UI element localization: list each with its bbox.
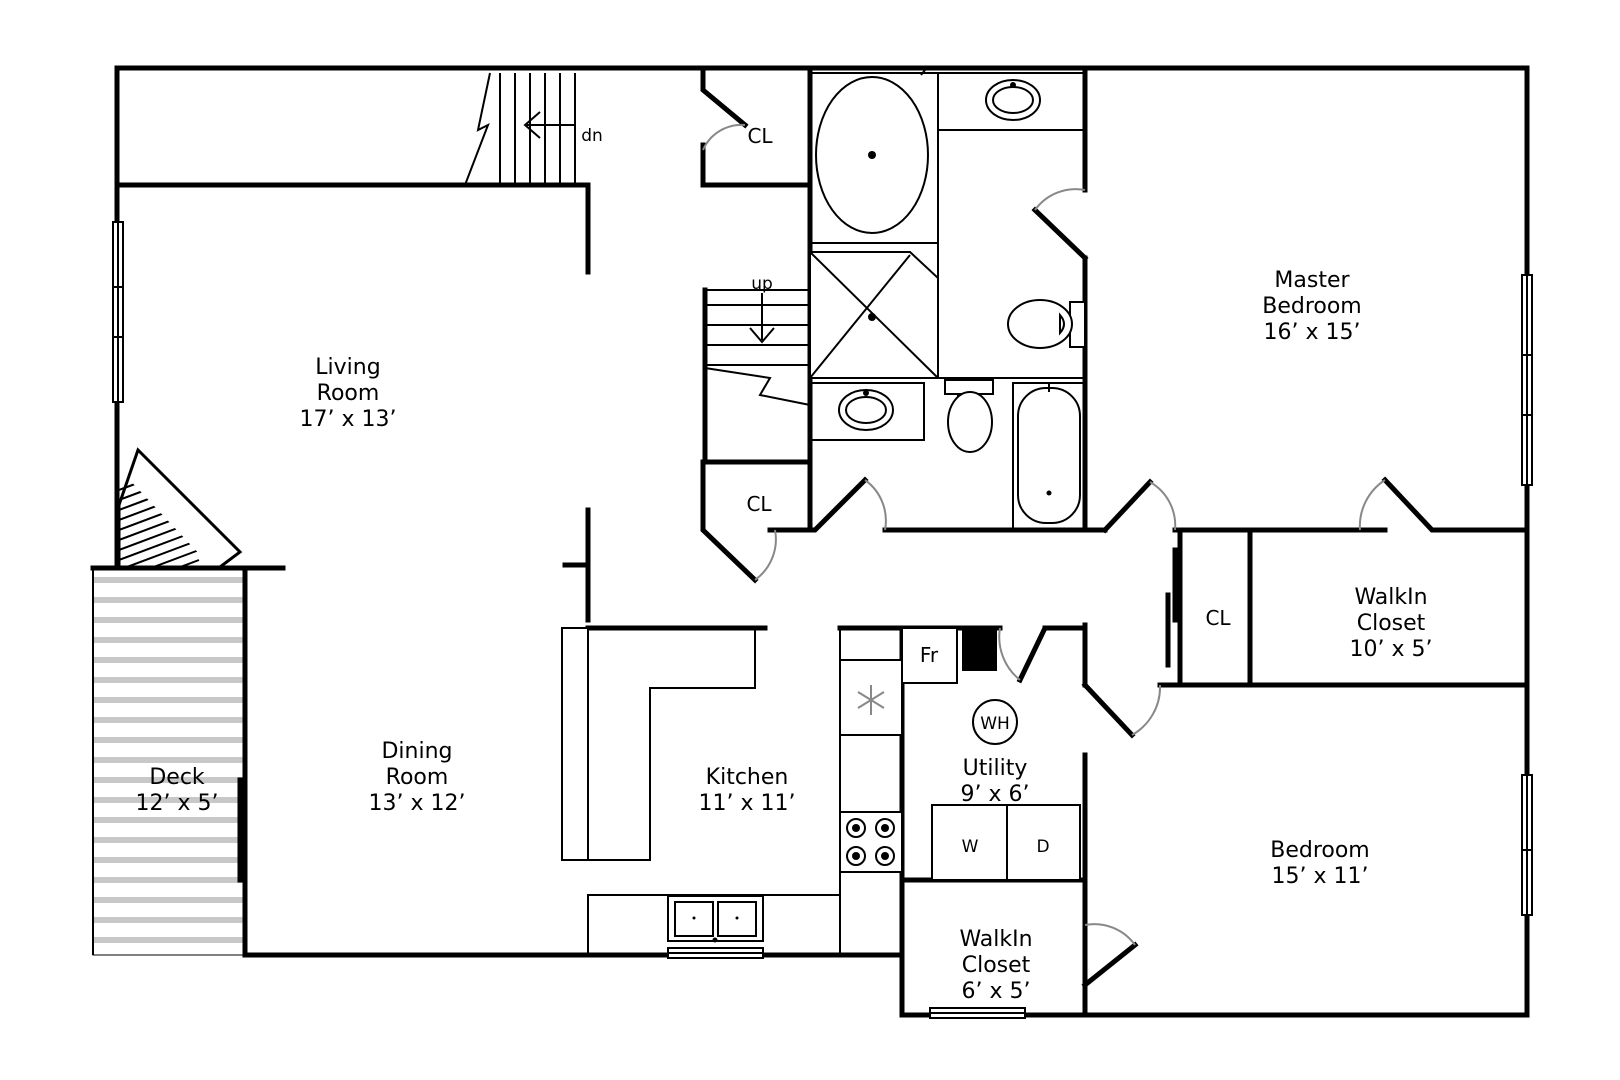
deck-name: Deck [149,765,205,790]
toilet-icon [1007,299,1086,349]
utility-fixtures: Fr WH W D [901,627,1081,881]
utility-size: 9’ x 6’ [961,782,1030,807]
snowflake-icon [857,685,885,715]
stair-up-label: up [751,274,773,294]
hatch-line [119,539,200,567]
closet-mid-label: CL [746,492,772,516]
stair-down-label: dn [581,126,603,146]
walkin-closet-2-name-1: WalkIn [959,927,1032,952]
utility-name: Utility [963,756,1028,781]
stove-icon [839,811,903,873]
dining-room-size: 13’ x 12’ [369,791,466,816]
deck-size: 12’ x 5’ [136,791,219,816]
walkin-closet-1-name-2: Closet [1357,611,1426,636]
master-bath [809,69,1086,379]
walkin-closet-2-name-2: Closet [962,953,1031,978]
sink-icon-kitchen [667,895,764,943]
dining-room-name-1: Dining [381,739,452,764]
dryer-label: D [1036,837,1049,857]
walkin-closet-1-name-1: WalkIn [1354,585,1427,610]
kitchen-fixtures [667,659,903,943]
master-bedroom-name-2: Bedroom [1262,294,1362,319]
closet-right-label: CL [1205,606,1231,630]
burner-center [881,824,889,832]
shower-icon [809,251,939,379]
hatch-line [119,549,200,567]
kitchen-name: Kitchen [706,765,789,790]
room-labels: Living Room 17’ x 13’ Dining Room 13’ x … [136,124,1433,1004]
windows [112,221,1533,1019]
burner-center [852,852,860,860]
fridge-label: Fr [920,643,939,667]
walkin-closet-1-size: 10’ x 5’ [1350,637,1433,662]
closet-top-label: CL [747,124,773,148]
water-heater-label: WH [980,714,1010,734]
living-room-name-1: Living [315,355,380,380]
stairs-up: up [704,274,811,406]
master-bedroom-name-1: Master [1274,268,1350,293]
door-swings [702,123,1386,946]
burner-center [852,824,860,832]
hall-bath [809,379,1086,531]
washer-label: W [962,837,979,857]
burner-center [881,852,889,860]
walkin-closet-2-size: 6’ x 5’ [962,979,1031,1004]
dining-room-name-2: Room [386,765,449,790]
living-room-name-2: Room [317,381,380,406]
deck [92,568,244,956]
stairs-down: dn [464,72,603,186]
bedroom-size: 15’ x 11’ [1272,864,1369,889]
hatch-line [119,559,200,567]
master-bedroom-size: 16’ x 15’ [1264,320,1361,345]
bedroom-name: Bedroom [1270,838,1370,863]
living-room-size: 17’ x 13’ [300,407,397,432]
kitchen-size: 11’ x 11’ [699,791,796,816]
